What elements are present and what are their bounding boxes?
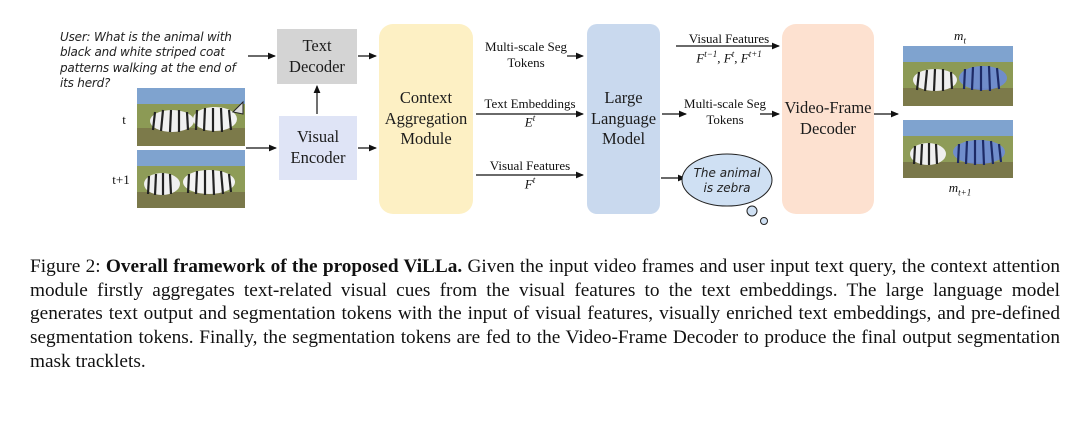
label-visual-features-left-math: F	[524, 176, 533, 192]
text-decoder-box: Text Decoder	[277, 29, 357, 84]
context-aggregation-box: Context Aggregation Module	[379, 24, 473, 214]
thought-bubble	[681, 153, 773, 225]
output-label-bottom-sub: t+1	[958, 187, 972, 198]
mask-overlay	[953, 139, 1005, 166]
zebra-icon	[144, 169, 235, 196]
frame-label-t1: t+1	[112, 172, 130, 187]
caption-bold-title: Overall framework of the proposed ViLLa.	[105, 256, 463, 277]
label-visual-features-left-text: Visual Features	[489, 158, 571, 173]
video-frame-decoder-box: Video-Frame Decoder	[782, 24, 874, 214]
figure-caption: Figure 2: Overall framework of the propo…	[30, 255, 1060, 374]
label-vf-right-math-3: F	[740, 50, 749, 66]
input-frame-t	[137, 88, 245, 146]
label-text-embeddings: Text Embeddings Et	[470, 96, 590, 130]
label-text-embeddings-text: Text Embeddings	[484, 96, 576, 111]
caption-body: Given the input video frames and user in…	[30, 256, 1060, 372]
zebra-icon	[150, 100, 244, 133]
connector-layer	[246, 42, 899, 225]
llm-box: Large Language Model	[587, 24, 660, 214]
label-visual-features-right: Visual Features Ft−1, Ft, Ft+1	[674, 31, 784, 66]
output-label-top: mt	[940, 28, 980, 47]
label-vf-right-sup-1: t−1	[704, 48, 718, 59]
output-label-bottom: mt+1	[935, 180, 985, 199]
label-vf-right-math-1: F	[696, 50, 705, 66]
bubble-text: The animal is zebra	[693, 166, 761, 195]
label-text-embeddings-math: E	[524, 114, 533, 130]
output-label-bottom-m: m	[948, 180, 959, 195]
output-mask-bottom	[903, 120, 1013, 178]
caption-prefix: Figure 2:	[30, 256, 106, 277]
label-visual-features-left: Visual Features Ft	[470, 158, 590, 192]
output-label-top-m: m	[954, 28, 964, 43]
output-mask-top	[903, 46, 1013, 106]
label-visual-features-left-sup: t	[532, 174, 536, 185]
label-visual-features-right-text: Visual Features	[688, 31, 770, 46]
mask-overlay	[959, 65, 1007, 92]
zebra-icon	[913, 68, 957, 92]
visual-encoder-box: Visual Encoder	[279, 116, 357, 180]
user-query: User: What is the animal with black and …	[60, 30, 236, 91]
label-vf-right-math-2: F	[723, 50, 732, 66]
label-multi-scale-seg-right: Multi-scale Seg Tokens	[684, 96, 766, 127]
label-vf-right-sup-2: t	[731, 48, 735, 59]
label-multi-scale-seg-left: Multi-scale Seg Tokens	[485, 39, 567, 70]
label-text-embeddings-sup: t	[532, 112, 536, 123]
frame-label-t: t	[122, 112, 126, 127]
input-frame-t1	[137, 150, 245, 208]
zebra-icon	[910, 143, 946, 166]
label-vf-right-sup-3: t+1	[748, 48, 762, 59]
output-label-top-sub: t	[963, 35, 966, 46]
